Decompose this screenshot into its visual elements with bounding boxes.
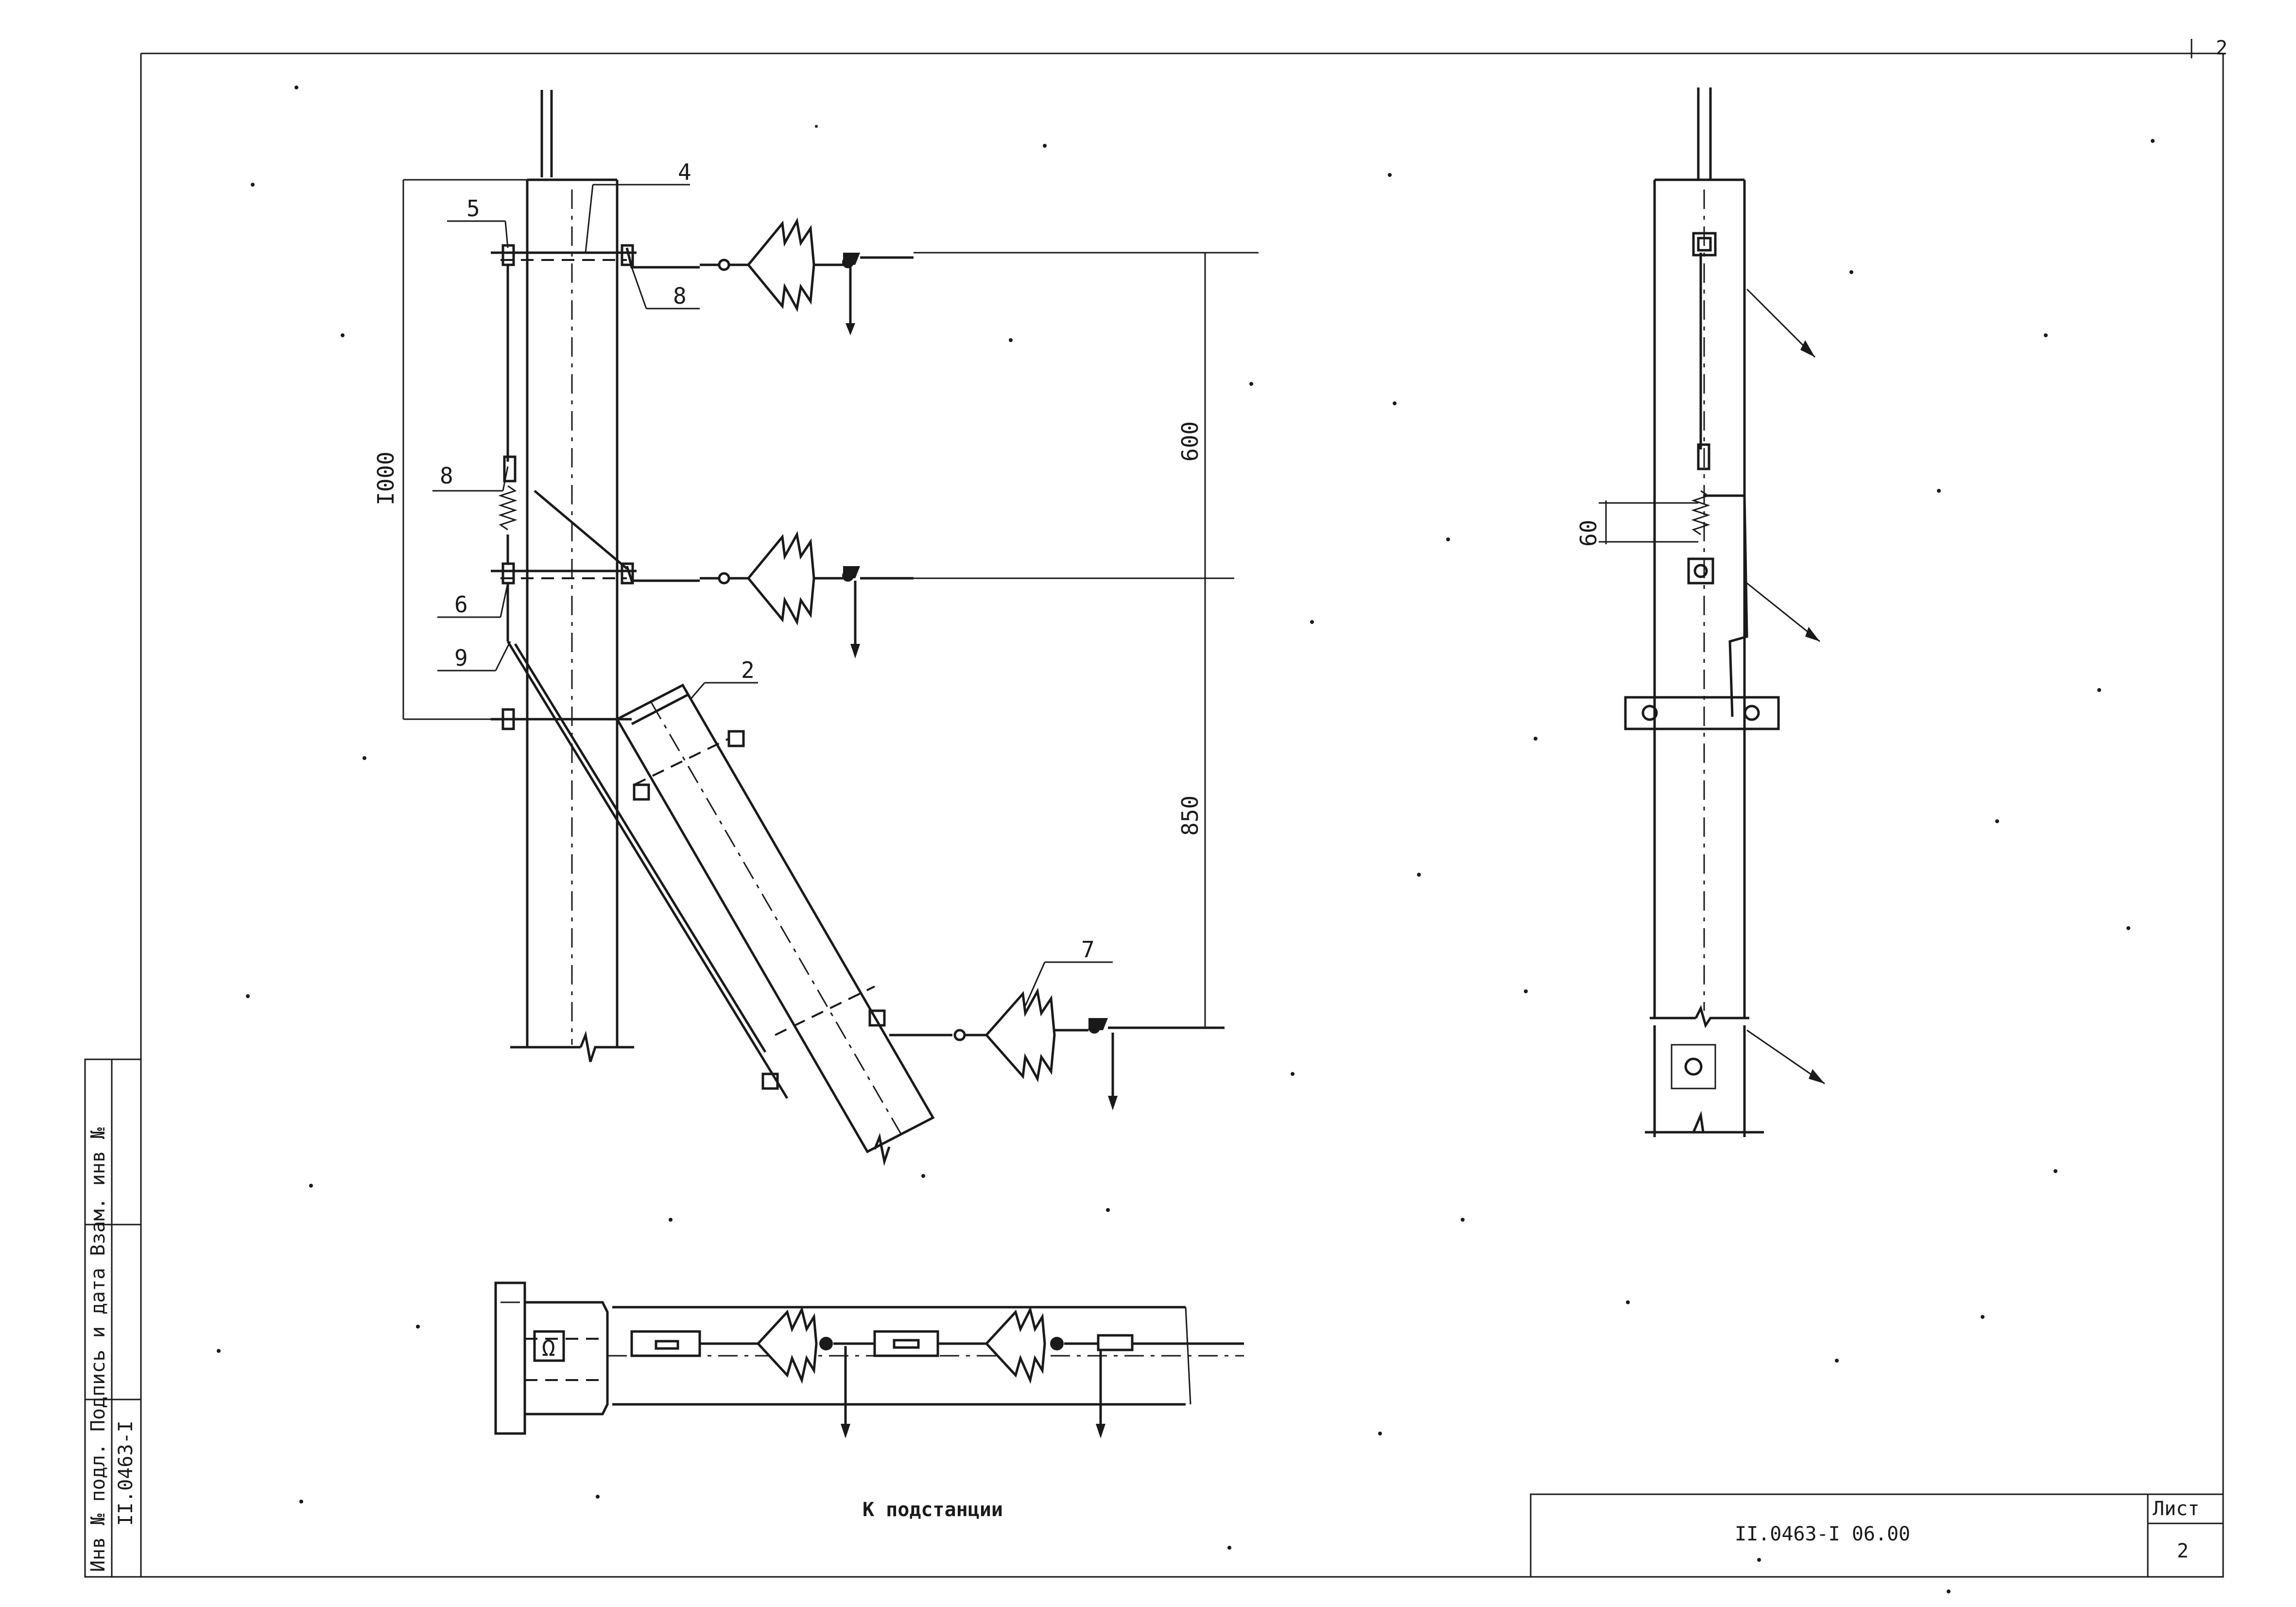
side-view: 60 [1575, 87, 1825, 1137]
pole [510, 178, 634, 1062]
dimension-lines [402, 179, 1259, 1028]
inclined-bracket [615, 683, 935, 1166]
side-ground-conductor [1691, 253, 1748, 717]
plan-fitting-2 [819, 1306, 1244, 1384]
dimension-600: 600 [1177, 421, 1203, 462]
sheet-number: 2 [2177, 1540, 2189, 1562]
plan-fitting-1 [630, 1306, 818, 1384]
clamp-middle [491, 562, 637, 585]
callout-8-upper: 8 [673, 283, 687, 309]
ground-conductor [498, 265, 789, 1099]
leader-lines [432, 184, 1113, 1006]
side-stamp-label: Инв № подл. Подпись и дата Взам. инв № [87, 1127, 109, 1572]
corner-sheet-mark: 2 [2216, 37, 2227, 59]
side-stamp: Инв № подл. Подпись и дата Взам. инв № I… [84, 1058, 142, 1578]
callout-5: 5 [466, 195, 480, 222]
insulator-lower [889, 987, 1225, 1110]
dimension-850: 850 [1177, 795, 1203, 836]
scan-specks [217, 86, 2155, 1593]
side-stamp-number: II.0463-I [115, 1420, 137, 1526]
insulator-middle [625, 531, 914, 658]
plan-view: Ω К подстанции [494, 1281, 1244, 1521]
callout-9: 9 [454, 645, 468, 671]
callout-8-lower: 8 [440, 463, 453, 489]
insulator-upper [625, 217, 914, 335]
title-block: II.0463-I 06.00 Лист 2 [1530, 1493, 2224, 1578]
callout-7: 7 [1081, 936, 1095, 963]
dimension-60: 60 [1575, 520, 1602, 547]
callout-6: 6 [454, 591, 468, 618]
callout-2: 2 [741, 657, 755, 683]
plan-caption: К подстанции [863, 1499, 1003, 1521]
document-code: II.0463-I 06.00 [1735, 1523, 1910, 1545]
side-leader-arrows [1746, 288, 1825, 1085]
clamp-upper [491, 244, 637, 266]
dimension-1000: I000 [373, 451, 399, 505]
sheet-label: Лист [2153, 1498, 2199, 1520]
callout-4: 4 [678, 159, 691, 185]
front-view: 4 5 8 8 6 9 2 7 I000 600 850 [373, 90, 1259, 1166]
